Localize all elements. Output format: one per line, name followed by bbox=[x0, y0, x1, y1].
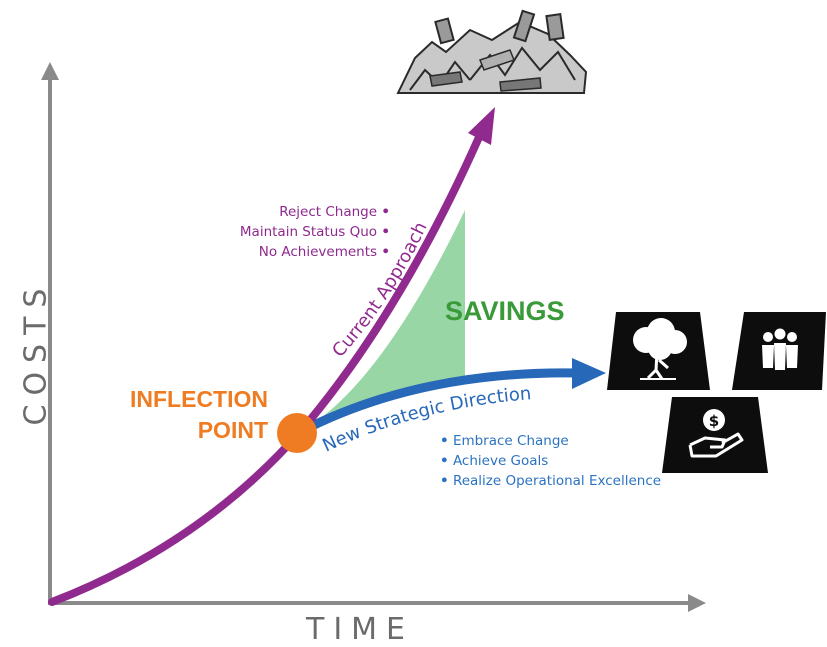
x-axis-arrowhead bbox=[688, 594, 706, 612]
savings-label: SAVINGS bbox=[445, 296, 565, 326]
rubble-icon bbox=[396, 9, 588, 94]
x-axis-label: TIME bbox=[306, 612, 415, 647]
svg-text:$: $ bbox=[709, 412, 719, 430]
savings-area bbox=[300, 210, 465, 432]
inflection-point-label-line2: POINT bbox=[197, 417, 268, 443]
new-direction-arrowhead bbox=[572, 358, 606, 389]
list-item: • Achieve Goals bbox=[440, 453, 549, 469]
list-item: • Embrace Change bbox=[440, 433, 569, 449]
inflection-point-label: INFLECTION bbox=[130, 386, 268, 412]
list-item: No Achievements • bbox=[258, 244, 390, 260]
tree-icon bbox=[607, 312, 710, 390]
list-item: Reject Change • bbox=[279, 204, 390, 220]
y-axis-arrowhead bbox=[41, 62, 59, 80]
current-approach-arrowhead bbox=[468, 107, 495, 145]
y-axis-label: COSTS bbox=[18, 279, 54, 426]
people-icon bbox=[732, 312, 826, 390]
list-item: Maintain Status Quo • bbox=[239, 224, 390, 240]
money-hand-icon: $ bbox=[662, 397, 768, 473]
new-direction-list: • Embrace Change • Achieve Goals • Reali… bbox=[440, 431, 700, 491]
inflection-point-marker bbox=[277, 413, 317, 453]
list-item: • Realize Operational Excellence bbox=[440, 473, 662, 489]
new-strategic-direction-curve bbox=[295, 368, 585, 437]
current-approach-list: Reject Change • Maintain Status Quo • No… bbox=[185, 202, 390, 262]
